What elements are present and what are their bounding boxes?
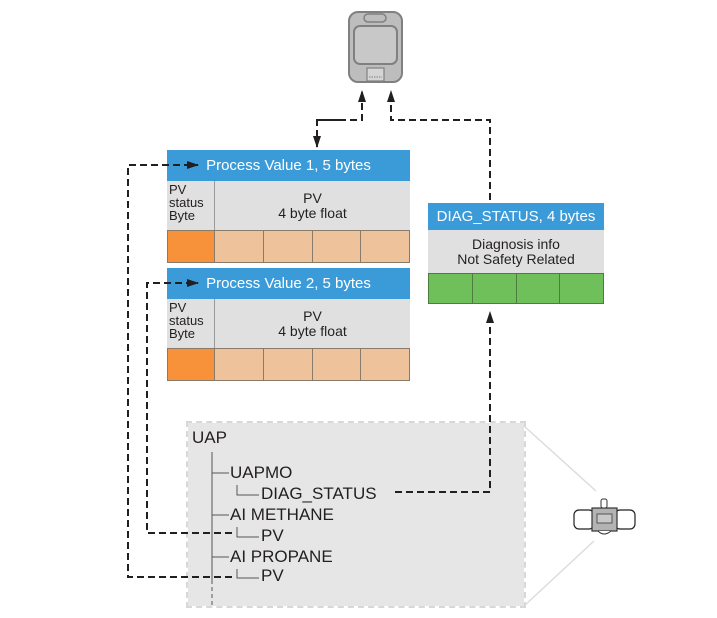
tree-root-uap: UAP (192, 428, 227, 447)
gateway-device-icon (348, 11, 403, 83)
process-value-1-header: Process Value 1, 5 bytes (167, 150, 410, 181)
byte-row (167, 348, 410, 381)
byte-row (167, 230, 410, 263)
diag-byte-cell (428, 273, 473, 304)
tree-leaf-methane-pv: PV (261, 526, 284, 545)
process-value-2-header: Process Value 2, 5 bytes (167, 268, 410, 299)
pv-status-byte-label: PV status Byte (167, 299, 215, 348)
pv-float-label: PV 4 byte float (215, 181, 410, 230)
byte-row (428, 273, 604, 304)
gas-transmitter-icon (523, 425, 636, 607)
tree-node-uapmo: UAPMO (230, 463, 293, 482)
status-byte-cell (167, 348, 215, 381)
float-byte-cell (361, 348, 410, 381)
process-value-2-block: Process Value 2, 5 bytes PV status Byte … (167, 268, 410, 381)
diag-status-block: DIAG_STATUS, 4 bytes Diagnosis info Not … (428, 203, 604, 304)
label-line: Byte (169, 208, 196, 223)
float-byte-cell (312, 230, 362, 263)
float-byte-cell (215, 230, 264, 263)
diag-status-header: DIAG_STATUS, 4 bytes (428, 203, 604, 230)
diag-byte-cell (516, 273, 561, 304)
float-byte-cell (263, 230, 313, 263)
label-line: Byte (169, 326, 196, 341)
label-line: 4 byte float (278, 204, 347, 221)
label-line: PV (303, 307, 322, 324)
tree-leaf-propane-pv: PV (261, 566, 284, 585)
diag-byte-cell (560, 273, 604, 304)
float-byte-cell (263, 348, 313, 381)
pv-float-label: PV 4 byte float (215, 299, 410, 348)
diag-status-info: Diagnosis info Not Safety Related (428, 230, 604, 273)
label-line: Not Safety Related (457, 250, 575, 267)
float-byte-cell (312, 348, 362, 381)
pv-status-byte-label: PV status Byte (167, 181, 215, 230)
float-byte-cell (361, 230, 410, 263)
label-line: PV (303, 189, 322, 206)
tree-node-ai-methane: AI METHANE (230, 505, 334, 524)
float-byte-cell (215, 348, 264, 381)
tree-leaf-diag-status: DIAG_STATUS (261, 484, 377, 503)
label-line: Diagnosis info (472, 235, 560, 252)
label-line: 4 byte float (278, 322, 347, 339)
tree-node-ai-propane: AI PROPANE (230, 547, 333, 566)
status-byte-cell (167, 230, 215, 263)
diag-byte-cell (472, 273, 517, 304)
process-value-1-block: Process Value 1, 5 bytes PV status Byte … (167, 150, 410, 263)
